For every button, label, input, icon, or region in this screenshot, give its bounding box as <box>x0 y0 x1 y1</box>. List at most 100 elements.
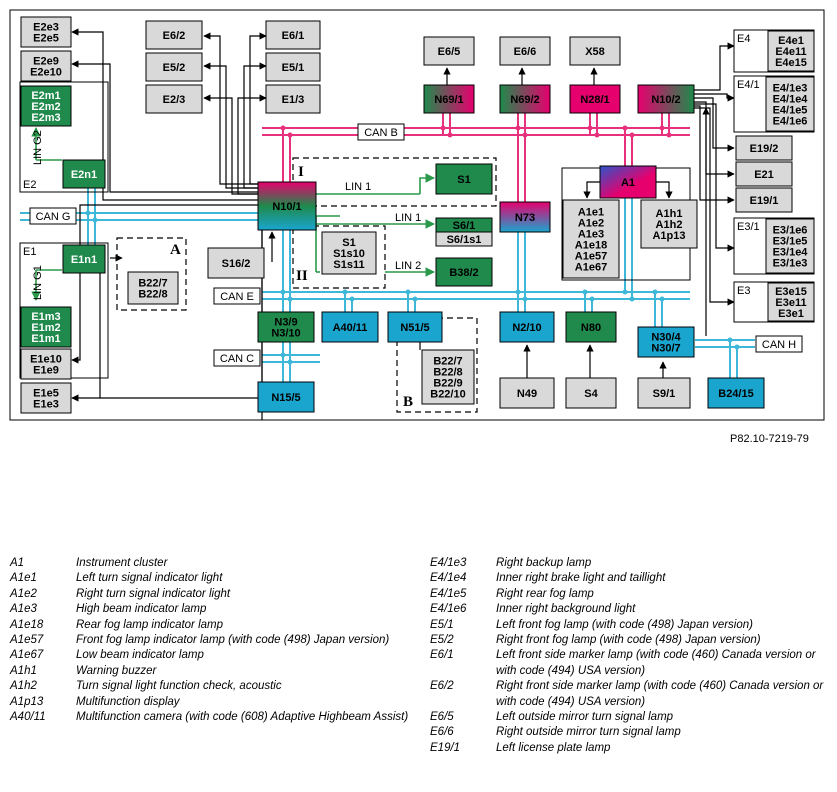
can-b-label: CAN B <box>364 127 398 139</box>
legend-description: Multifunction display <box>76 695 180 708</box>
lin1-s1-label: LIN 1 <box>345 181 371 193</box>
node-label-n73: N73 <box>515 212 535 224</box>
legend-row: E4/1e3 Right backup lamp <box>430 556 830 571</box>
can-c-label: CAN C <box>220 353 254 365</box>
node-box-n3-9 <box>257 311 315 343</box>
can-g-label: CAN G <box>36 211 71 223</box>
legend-code: E4/1e5 <box>430 587 467 600</box>
legend-description: Inner right background light <box>496 603 636 616</box>
legend-description: Turn signal light function check, acoust… <box>76 680 282 693</box>
node-box-s6-1s1 <box>435 231 493 247</box>
legend-code: E4/1e3 <box>430 557 467 569</box>
node-label-e2-3: E2/3 <box>163 94 186 106</box>
node-box-n2-10 <box>499 311 555 343</box>
node-label-e5-2: E5/2 <box>163 62 186 74</box>
node-box-n51-5 <box>387 311 443 343</box>
legend-description: Left outside mirror turn signal lamp <box>496 711 674 724</box>
node-label-e1-3: E1/3 <box>282 94 305 106</box>
legend-code: A1e57 <box>10 634 44 647</box>
legend-description: Multifunction camera (with code (608) Ad… <box>76 711 409 724</box>
lin1-s6-label: LIN 1 <box>395 212 421 224</box>
node-label-a1: A1 <box>621 177 635 189</box>
lin-g2-label: LIN G2 <box>32 130 44 165</box>
node-box-e2-3 <box>145 84 203 114</box>
node-label-n51-5: N51/5 <box>400 322 429 334</box>
group-e2-label: E2 <box>23 179 36 191</box>
node-label-x58: X58 <box>585 46 605 58</box>
node-box-e6-6 <box>499 36 551 66</box>
legend-row: A1p13 Multifunction display <box>10 695 410 710</box>
node-box-n49 <box>499 377 555 409</box>
legend-code: A1p13 <box>10 695 44 708</box>
node-label-n10-1: N10/1 <box>272 201 301 213</box>
legend-description: High beam indicator lamp <box>76 603 207 616</box>
legend-description: Left license plate lamp <box>496 741 611 754</box>
node-box-n28-1 <box>569 84 621 114</box>
legend-code: E6/6 <box>430 726 454 739</box>
legend-description: Left turn signal indicator light <box>76 572 223 585</box>
legend-code: E4/1e6 <box>430 603 467 616</box>
node-label-a40-11: A40/11 <box>333 322 368 334</box>
node-label-e1n1: E1n1 <box>71 254 97 266</box>
node-label-s6-1: S6/1 <box>453 220 476 232</box>
node-box-e1e5 <box>20 382 72 414</box>
node-label-n15-5: N15/5 <box>271 392 300 404</box>
node-box-s1s <box>321 231 377 275</box>
node-label-n80: N80 <box>581 322 601 334</box>
node-label-n69-2: N69/2 <box>510 94 539 106</box>
legend-row: A1e3 High beam indicator lamp <box>10 602 410 617</box>
legend-description: Right outside mirror turn signal lamp <box>496 726 681 739</box>
legend-code: A1 <box>10 557 25 569</box>
node-box-n10-1 <box>257 181 317 231</box>
group-b-label: B <box>403 394 413 410</box>
legend-row: A40/11 Multifunction camera (with code (6… <box>10 710 410 725</box>
node-label-s9-1: S9/1 <box>653 388 676 400</box>
node-label-s16-2: S16/2 <box>222 258 251 270</box>
group-ii-label: II <box>296 268 308 284</box>
node-box-e4-codes <box>767 30 815 72</box>
legend-description: Left front side marker lamp (with code (… <box>496 649 816 677</box>
node-box-e1-3 <box>265 84 321 114</box>
node-box-a1e <box>562 199 620 279</box>
node-label-e2n1: E2n1 <box>71 169 97 181</box>
legend-row: E19/1 Left license plate lamp <box>430 741 830 756</box>
legend-code: A1e3 <box>10 603 37 616</box>
legend-code: E19/1 <box>430 741 461 754</box>
node-box-n10-2 <box>637 84 695 114</box>
node-label-e19-1: E19/1 <box>750 195 779 207</box>
node-box-n69-1 <box>423 84 475 114</box>
node-box-e5-2 <box>145 52 203 82</box>
node-box-n80 <box>565 311 617 343</box>
legend-code: E4/1e4 <box>430 572 467 585</box>
legend-code: E6/2 <box>430 680 454 693</box>
node-box-a1h <box>640 199 698 249</box>
node-label-b24-15: B24/15 <box>718 388 753 400</box>
legend-description: Right backup lamp <box>496 557 592 569</box>
node-box-b22-7b <box>421 349 475 405</box>
node-label-s6-1s1: S6/1s1 <box>447 234 482 246</box>
legend-code: A40/11 <box>10 711 46 724</box>
legend-description: Rear fog lamp indicator lamp <box>76 618 224 631</box>
node-box-s4 <box>565 377 617 409</box>
figure-reference: P82.10-7219-79 <box>730 433 809 445</box>
node-box-a1 <box>599 165 657 199</box>
node-label-e19-2: E19/2 <box>750 143 779 155</box>
